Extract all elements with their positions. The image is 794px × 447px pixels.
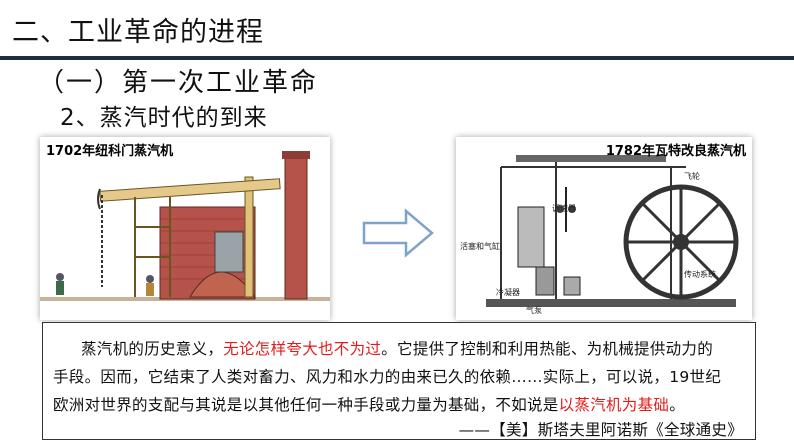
quote-line-1: 蒸汽机的历史意义，无论怎样夸大也不为过。它提供了控制和利用热能、为机械提供动力的 <box>81 337 713 359</box>
title-divider <box>0 56 794 58</box>
watt-caption: 1782年瓦特改良蒸汽机 <box>605 144 746 159</box>
label-pump: 气泵 <box>526 305 542 315</box>
newcomen-engine-illustration <box>40 151 330 301</box>
quote-line-3-end: 。 <box>669 396 686 414</box>
watt-engine-figure: 1782年瓦特改良蒸汽机 飞轮 调速器 活塞和气 <box>456 137 752 320</box>
label-flywheel: 飞轮 <box>684 171 700 181</box>
quote-box: 蒸汽机的历史意义，无论怎样夸大也不为过。它提供了控制和利用热能、为机械提供动力的… <box>42 322 756 440</box>
quote-line-1-end: 。它提供了控制和利用热能、为机械提供动力的 <box>381 340 714 358</box>
watt-engine-illustration: 飞轮 调速器 活塞和气缸 传动系统 冷凝器 气泵 <box>460 155 739 315</box>
quote-line-2: 手段。因而，它结束了人类对畜力、风力和水力的由来已久的依赖……实际上，可以说，1… <box>53 368 722 386</box>
label-transmission: 传动系统 <box>684 269 716 279</box>
section-heading: （一）第一次工业革命 <box>38 68 319 98</box>
label-governor: 调速器 <box>552 204 576 213</box>
label-piston: 活塞和气缸 <box>460 241 500 251</box>
newcomen-engine-figure: 1702年纽科门蒸汽机 <box>40 137 330 320</box>
quote-line-3-start: 欧洲对世界的支配与其说是以其他任何一种手段或力量为基础，不如说是 <box>53 396 559 414</box>
page-title: 二、工业革命的进程 <box>12 17 264 48</box>
quote-highlight-2: 以蒸汽机为基础 <box>558 396 670 414</box>
subsection-heading: 2、蒸汽时代的到来 <box>60 105 268 131</box>
quote-line-1-start: 蒸汽机的历史意义， <box>81 340 224 358</box>
quote-attribution: ——【美】斯塔夫里阿诺斯《全球通史》 <box>458 421 743 439</box>
progression-arrow-icon <box>362 208 434 258</box>
newcomen-caption: 1702年纽科门蒸汽机 <box>46 144 174 159</box>
label-condenser: 冷凝器 <box>496 287 520 297</box>
quote-line-3: 欧洲对世界的支配与其说是以其他任何一种手段或力量为基础，不如说是以蒸汽机为基础。 <box>53 393 685 415</box>
title-bar: 二、工业革命的进程 <box>0 0 794 60</box>
quote-highlight-1: 无论怎样夸大也不为过 <box>223 340 382 358</box>
